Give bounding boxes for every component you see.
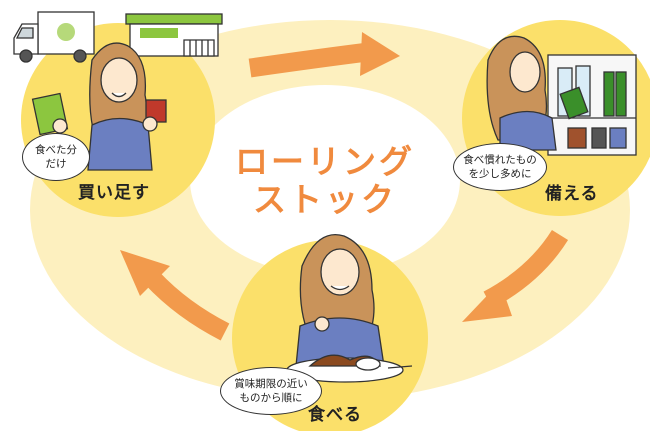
cycle-ring-hole: [190, 85, 460, 275]
arrow-eat-to-buy: [120, 250, 230, 341]
arrow-buy-to-prepare: [248, 32, 400, 78]
prepare-stage-label: 備える: [545, 184, 599, 204]
woman-stocking-icon: [486, 35, 589, 151]
prepare-bubble-line1: 食べ慣れたもの: [463, 153, 537, 166]
center-title-line2: ストック: [253, 180, 397, 219]
curry-rice-icon: [286, 354, 413, 383]
woman-eating-icon: [295, 234, 385, 367]
truck-icon: [13, 11, 95, 63]
eat-bubble-line2: ものから順に: [239, 392, 303, 404]
prepare-bubble-line2: を少し多めに: [468, 168, 532, 180]
woman-shopper-icon: [31, 42, 167, 171]
eat-speech-bubble: 賞味期限の近い ものから順に: [220, 367, 322, 415]
buy-speech-bubble: 食べた分 だけ: [22, 133, 90, 181]
buy-stage-label: 買い足す: [78, 183, 150, 203]
eat-stage-label: 食べる: [308, 405, 362, 425]
buy-bubble-line1: 食べた分: [35, 143, 77, 156]
prepare-speech-bubble: 食べ慣れたもの を少し多めに: [453, 143, 547, 191]
arrow-prepare-to-eat: [462, 229, 569, 322]
center-title-line1: ローリング: [235, 142, 415, 181]
store-icon: [125, 13, 223, 57]
pantry-shelf-icon: [547, 54, 637, 156]
eat-bubble-line1: 賞味期限の近い: [234, 377, 308, 390]
buy-bubble-line2: だけ: [45, 158, 67, 170]
